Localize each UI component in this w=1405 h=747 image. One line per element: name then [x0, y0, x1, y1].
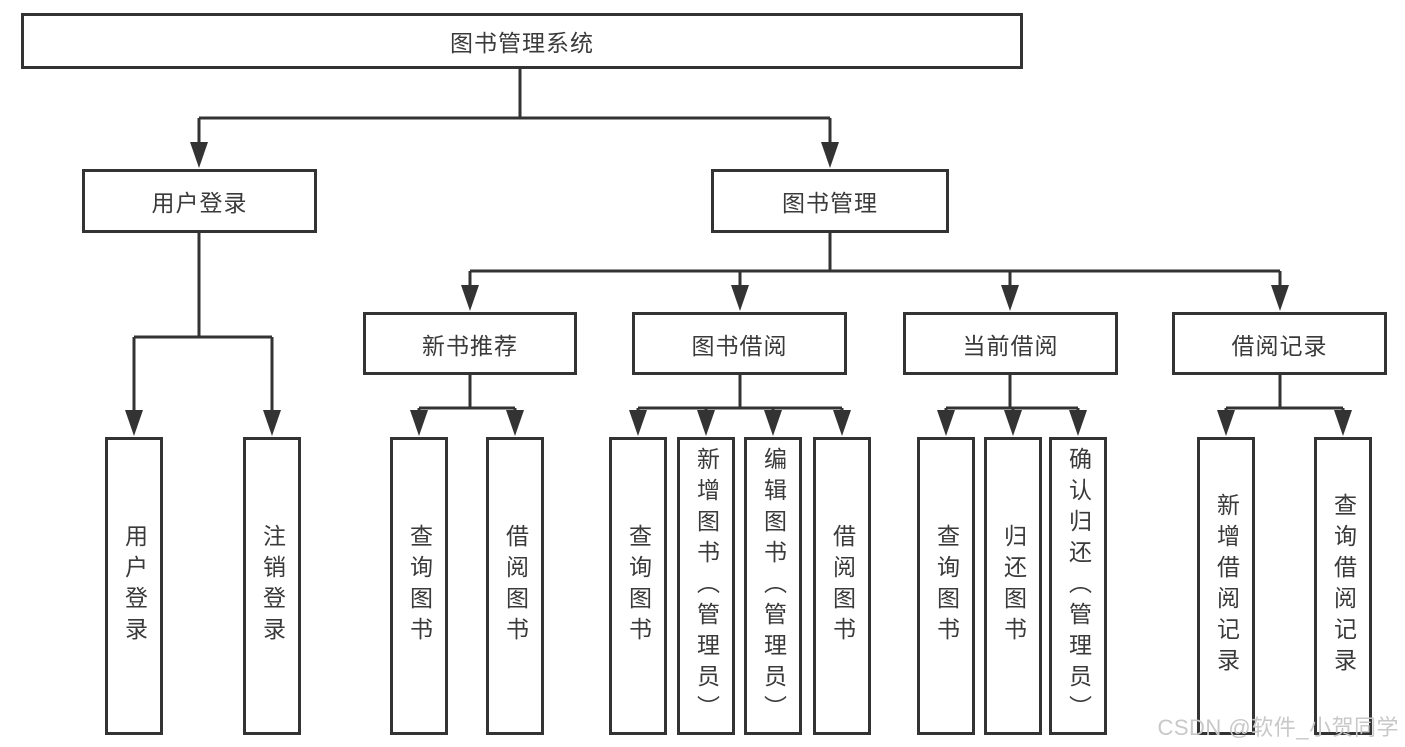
node-borrow-records: 借阅记录 [1172, 312, 1387, 375]
leaf-borrow-books: 借阅图书 [813, 437, 871, 735]
connector-book-management-to-sections [461, 233, 1289, 311]
arrowhead-icon [410, 410, 428, 436]
watermark: CSDN @软件_小贺同学 [1157, 715, 1399, 740]
connector-path [468, 233, 1282, 289]
connector-path [197, 69, 832, 146]
leaf-query-books-recommend: 查询图书 [390, 437, 448, 735]
leaf-query-borrow-record: 查询借阅记录 [1314, 437, 1372, 735]
leaf-label: 归还图书 [1000, 524, 1027, 648]
leaf-borrow-books-recommend: 借阅图书 [486, 437, 544, 735]
leaf-return-books: 归还图书 [984, 437, 1042, 735]
arrowhead-icon [731, 285, 749, 311]
arrowhead-icon [506, 410, 524, 436]
leaf-label: 确认归还（管理员） [1065, 446, 1092, 726]
leaf-label: 编辑图书（管理员） [760, 446, 787, 726]
leaf-logout: 注销登录 [243, 437, 301, 735]
arrowhead-icon [461, 285, 479, 311]
arrowhead-icon [937, 410, 955, 436]
leaf-label: 查询借阅记录 [1330, 493, 1357, 679]
leaf-label: 借阅图书 [829, 524, 856, 648]
leaf-user-login: 用户登录 [105, 437, 163, 735]
arrowhead-icon [125, 410, 143, 436]
arrowhead-icon [697, 410, 715, 436]
arrowhead-icon [1004, 410, 1022, 436]
leaf-label: 用户登录 [121, 524, 148, 648]
arrowhead-icon [629, 410, 647, 436]
node-user-login: 用户登录 [82, 169, 317, 233]
connector-path [636, 375, 844, 414]
leaf-label: 查询图书 [406, 524, 433, 648]
arrowhead-icon [1001, 285, 1019, 311]
leaf-query-books-current: 查询图书 [917, 437, 975, 735]
node-new-book-recommend: 新书推荐 [363, 312, 577, 375]
leaf-label: 查询图书 [625, 524, 652, 648]
node-library-management-system: 图书管理系统 [21, 13, 1023, 69]
node-book-borrow: 图书借阅 [632, 312, 847, 375]
arrowhead-icon [764, 410, 782, 436]
leaf-query-books-borrow: 查询图书 [609, 437, 667, 735]
connector-new-book-recommend-to-leaves [410, 375, 524, 436]
connector-path [1224, 375, 1345, 414]
node-label: 图书借阅 [691, 332, 788, 359]
leaf-edit-books-admin: 编辑图书（管理员） [744, 437, 802, 735]
node-label: 当前借阅 [962, 332, 1059, 359]
leaf-add-borrow-record: 新增借阅记录 [1197, 437, 1255, 735]
arrowhead-icon [263, 410, 281, 436]
arrowhead-icon [821, 142, 839, 168]
arrowhead-icon [1069, 410, 1087, 436]
connector-path [132, 233, 274, 414]
node-label: 新书推荐 [422, 332, 518, 359]
arrowhead-icon [190, 142, 208, 168]
arrowhead-icon [1217, 410, 1235, 436]
connector-path [417, 375, 517, 414]
leaf-label: 新增借阅记录 [1213, 493, 1240, 679]
connector-current-borrow-to-leaves [937, 375, 1087, 436]
arrowhead-icon [1334, 410, 1352, 436]
node-label: 用户登录 [151, 190, 248, 216]
leaf-label: 查询图书 [933, 524, 960, 648]
connector-user-login-to-leaves [125, 233, 281, 436]
connector-path [944, 375, 1080, 414]
connector-root-to-branches [190, 69, 839, 168]
node-label: 借阅记录 [1231, 332, 1328, 359]
leaf-label: 注销登录 [259, 524, 286, 648]
node-label: 图书管理系统 [450, 30, 594, 56]
arrowhead-icon [1271, 285, 1289, 311]
leaf-label: 借阅图书 [502, 524, 529, 648]
connector-borrow-records-to-leaves [1217, 375, 1352, 436]
connector-book-borrow-to-leaves [629, 375, 851, 436]
node-label: 图书管理 [782, 190, 878, 216]
leaf-confirm-return-admin: 确认归还（管理员） [1049, 437, 1107, 735]
leaf-add-books-admin: 新增图书（管理员） [677, 437, 735, 735]
node-current-borrow: 当前借阅 [903, 312, 1118, 375]
leaf-label: 新增图书（管理员） [693, 446, 720, 726]
arrowhead-icon [833, 410, 851, 436]
node-book-management: 图书管理 [711, 169, 949, 233]
